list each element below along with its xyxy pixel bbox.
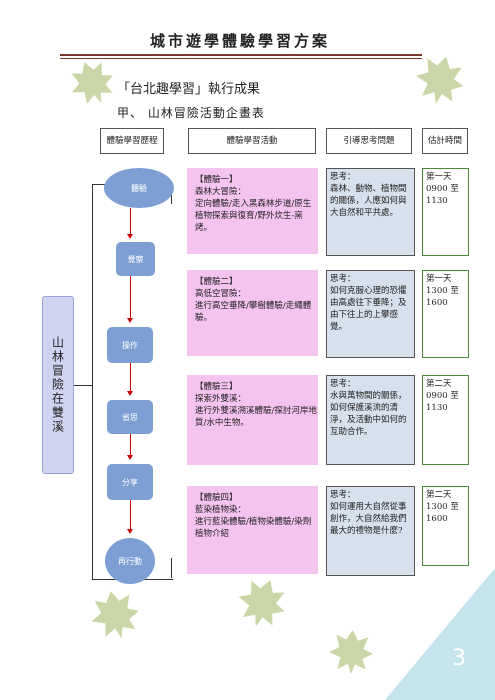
question-box: 思考： 如何運用大自然從事創作，大自然給我們最大的禮物是什麼? <box>326 486 415 576</box>
step-experience: 體驗 <box>104 168 174 208</box>
activity-text: 【體驗二】 高低空冒險： 進行高空垂降/攀樹體驗/走繩體驗。 <box>195 277 312 323</box>
step-reaction: 再行動 <box>105 538 155 584</box>
activity-box: 【體驗四】 藍染植物染： 進行藍染體驗/植物染體驗/染劑植物介紹 <box>187 486 318 574</box>
activity-box: 【體驗一】 森林大冒險： 定向體驗/走入黑森林步道/原生植物探索與復育/野外炊生… <box>187 168 318 254</box>
question-text: 思考： 如何克服心理的恐懼由高處往下垂降；及由下往上的上攀感覺。 <box>330 274 407 332</box>
question-box: 思考： 如何克服心理的恐懼由高處往下垂降；及由下往上的上攀感覺。 <box>326 270 415 358</box>
arrow-head-icon <box>127 234 133 239</box>
time-text: 第一天 0900 至 1130 <box>426 172 459 206</box>
page-corner <box>385 568 495 700</box>
column-header-question: 引導思考問題 <box>326 128 412 154</box>
flow-arrow <box>130 208 131 236</box>
bracket-edge <box>171 558 172 578</box>
flow-arrow <box>130 276 131 320</box>
step-label: 再行動 <box>118 556 142 566</box>
time-text: 第二天 1300 至 1600 <box>426 490 459 524</box>
arrow-head-icon <box>127 318 133 323</box>
question-box: 思考： 森林、動物、植物間的關係，人應如何與大自然和平共處。 <box>326 168 415 256</box>
step-reflection: 省思 <box>107 400 153 434</box>
leaf-icon <box>63 54 121 112</box>
question-text: 思考： 水與萬物間的關係，如何保護溪流的清淨，及活動中如何的互助合作。 <box>330 379 407 437</box>
page-number: 3 <box>452 646 466 671</box>
activity-text: 【體驗三】 探索外雙溪： 進行外雙溪溯溪體驗/探討河岸地質/水中生物。 <box>195 382 317 428</box>
column-header-label: 估計時間 <box>427 135 462 146</box>
section-title: 「台北趣學習」執行成果 <box>117 82 261 97</box>
header-rule <box>60 54 422 56</box>
activity-text: 【體驗一】 森林大冒險： 定向體驗/走入黑森林步道/原生植物探索與復育/野外炊生… <box>195 175 312 233</box>
flow-arrow <box>130 363 131 393</box>
time-text: 第一天 1300 至 1600 <box>426 274 459 308</box>
step-label: 體驗 <box>131 183 147 193</box>
column-header-label: 體驗學習歷程 <box>106 135 158 146</box>
step-awareness: 覺察 <box>116 242 155 276</box>
time-text: 第二天 0900 至 1130 <box>426 379 459 413</box>
step-label: 省思 <box>122 412 138 422</box>
leaf-icon <box>410 50 470 110</box>
time-box: 第一天 1300 至 1600 <box>422 270 469 358</box>
time-box: 第一天 0900 至 1130 <box>422 168 469 256</box>
column-header-label: 引導思考問題 <box>343 135 395 146</box>
time-box: 第二天 1300 至 1600 <box>422 486 469 566</box>
arrow-head-icon <box>127 455 133 460</box>
activity-box: 【體驗二】 高低空冒險： 進行高空垂降/攀樹體驗/走繩體驗。 <box>187 270 318 356</box>
section-subtitle: 甲、 山林冒險活動企畫表 <box>117 106 265 120</box>
leaf-icon <box>327 628 375 676</box>
step-label: 覺察 <box>127 254 144 264</box>
arrow-head-icon <box>127 529 133 534</box>
question-text: 思考： 森林、動物、植物間的關係，人應如何與大自然和平共處。 <box>330 172 407 218</box>
step-operation: 操作 <box>107 327 153 363</box>
side-label: 山林冒險在雙溪 <box>42 296 74 474</box>
connector-line <box>74 385 92 386</box>
document-title: 城市遊學體驗學習方案 <box>150 32 331 50</box>
step-label: 操作 <box>122 340 138 350</box>
step-sharing: 分享 <box>107 464 153 500</box>
arrow-head-icon <box>127 391 133 396</box>
column-header-process: 體驗學習歷程 <box>100 128 164 154</box>
header-rule-thin <box>60 58 422 59</box>
activity-box: 【體驗三】 探索外雙溪： 進行外雙溪溯溪體驗/探討河岸地質/水中生物。 <box>187 375 318 465</box>
question-text: 思考： 如何運用大自然從事創作，大自然給我們最大的禮物是什麼? <box>330 490 407 536</box>
leaf-icon <box>230 571 294 635</box>
column-header-label: 體驗學習活動 <box>226 135 278 146</box>
flow-arrow <box>130 434 131 457</box>
activity-text: 【體驗四】 藍染植物染： 進行藍染體驗/植物染體驗/染劑植物介紹 <box>195 493 312 539</box>
flow-arrow <box>130 500 131 531</box>
question-box: 思考： 水與萬物間的關係，如何保護溪流的清淨，及活動中如何的互助合作。 <box>326 375 415 465</box>
step-label: 分享 <box>122 477 138 487</box>
column-header-activity: 體驗學習活動 <box>188 128 316 154</box>
time-box: 第二天 0900 至 1130 <box>422 375 469 465</box>
column-header-time: 估計時間 <box>422 128 468 154</box>
leaf-icon <box>86 586 144 644</box>
